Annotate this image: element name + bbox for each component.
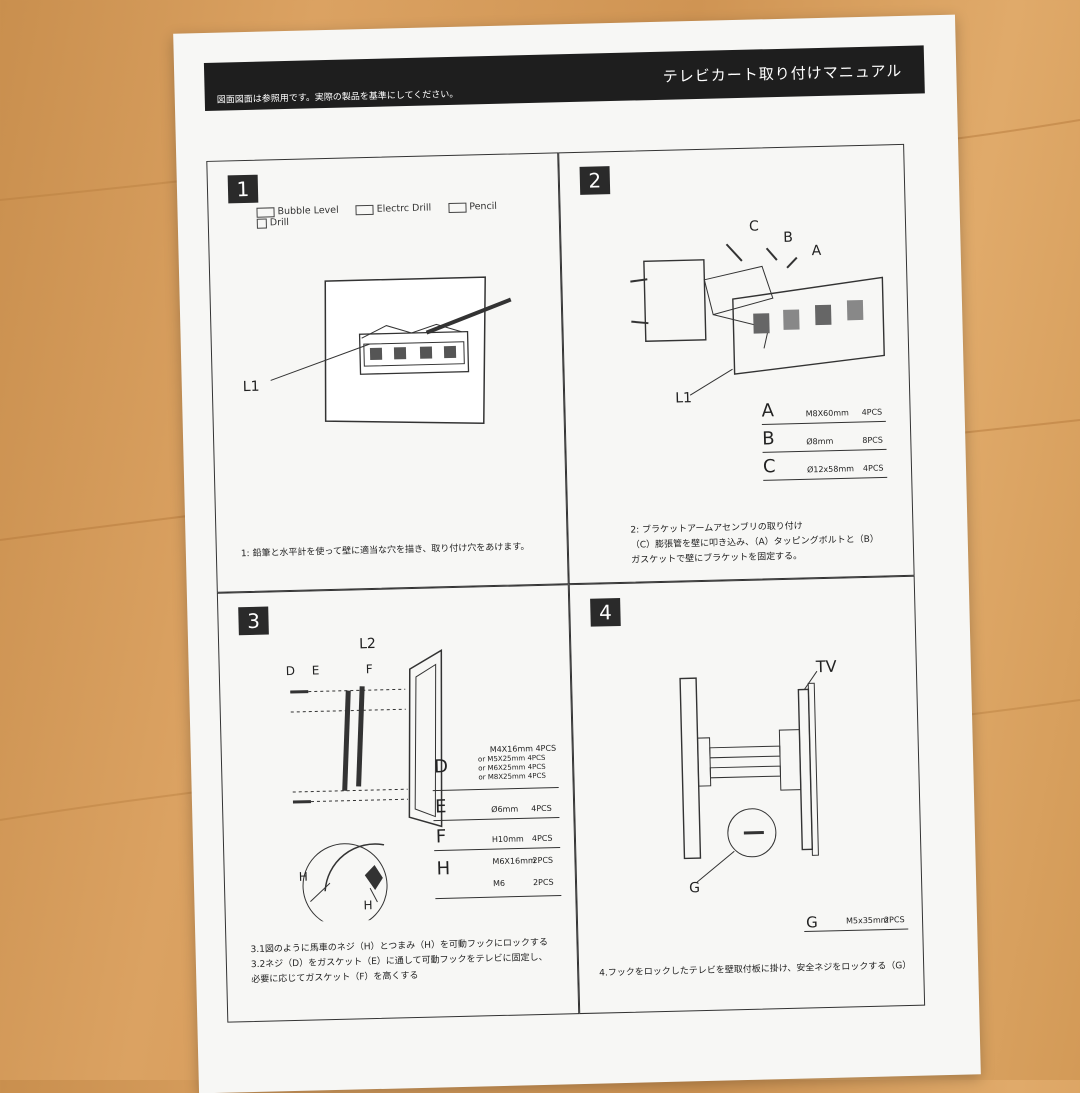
step-1-caption: 1: 鉛筆と水平計を使って壁に適当な穴を描き、取り付け穴をあけます。	[241, 540, 530, 562]
spec-table-lines	[218, 585, 576, 923]
instruction-sheet: 図面図面は参照用です。実際の製品を基準にしてください。 テレビカート取り付けマニ…	[173, 15, 981, 1093]
step-1-panel: 1 Bubble Level Electrc Drill Pencil Dril…	[206, 152, 568, 592]
label-l1: L1	[243, 379, 260, 395]
step-4-panel: 4 TV G G M5x35mm 2PCS 4.フックをロックしたテレビを壁取付…	[569, 576, 925, 1014]
step-2-caption: 2: ブラケットアームアセンブリの取り付け （C）膨張管を壁に叩き込み、（A）タ…	[630, 518, 879, 569]
header-note: 図面図面は参照用です。実際の製品を基準にしてください。	[217, 87, 459, 106]
header-title: テレビカート取り付けマニュアル	[663, 60, 903, 87]
step-2-panel: 2 C B A L1 A M8X60mm 4PCS B Ø8	[558, 144, 914, 584]
spec-table-lines	[570, 577, 923, 945]
spec-table-lines	[559, 145, 912, 513]
step-4-caption: 4.フックをロックしたテレビを壁取付板に掛け、安全ネジをロックする（G）	[599, 959, 911, 982]
step-3-caption: 3.1図のように馬車のネジ（H）とつまみ（H）を可動フックにロックする 3.2ネ…	[250, 936, 549, 988]
step-3-panel: 3 L2 D E F H H D M4X16mm 4PCS or M5X2	[217, 584, 579, 1022]
header-bar: 図面図面は参照用です。実際の製品を基準にしてください。 テレビカート取り付けマニ…	[204, 45, 925, 111]
wall-plate-drawing	[207, 153, 564, 461]
